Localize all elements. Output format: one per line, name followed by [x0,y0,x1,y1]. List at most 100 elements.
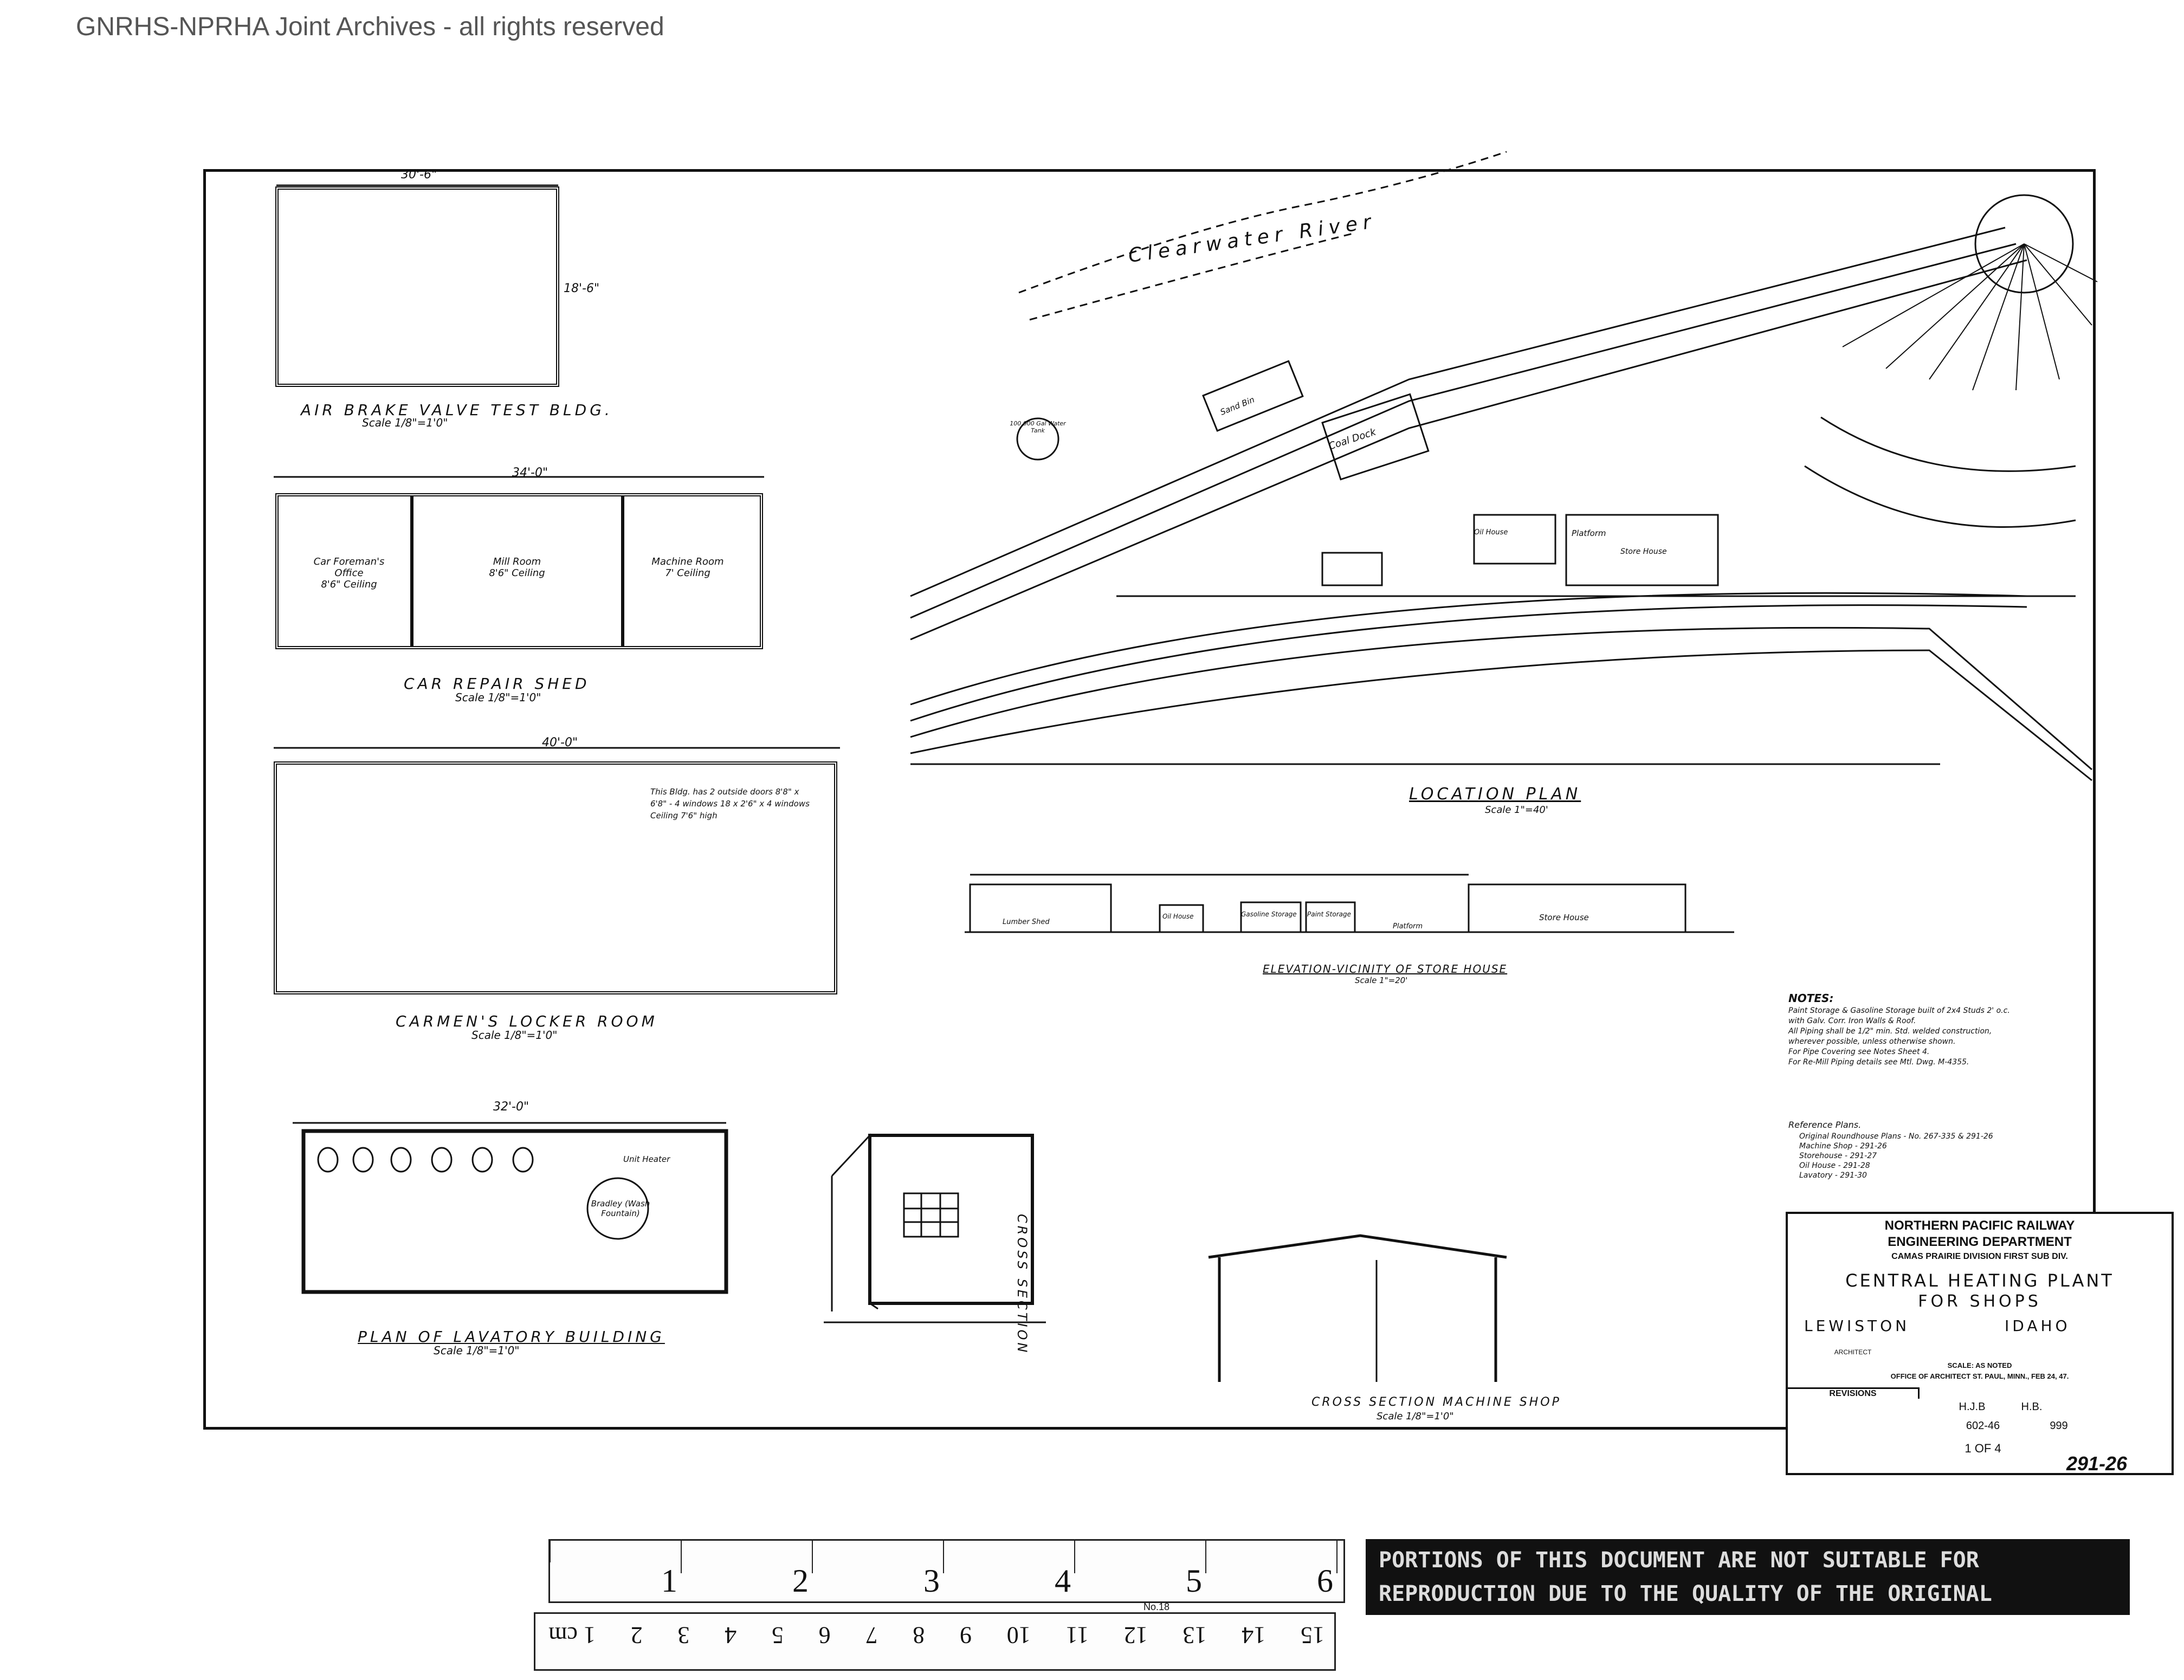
reproduction-disclaimer: PORTIONS OF THIS DOCUMENT ARE NOT SUITAB… [1366,1539,2130,1615]
cm-label: 4 [725,1622,737,1649]
note-line: All Piping shall be 1/2" min. Std. welde… [1788,1027,1992,1036]
note-line: For Pipe Covering see Notes Sheet 4. [1788,1048,1930,1056]
lavatory-scale: Scale 1/8"=1'0" [434,1344,520,1357]
division-name: CAMAS PRAIRIE DIVISION FIRST SUB DIV. [1891,1252,2068,1261]
store-house-label: Store House [1620,547,1667,556]
drawing-subtitle: FOR SHOPS [1918,1292,2041,1311]
cm-label: 9 [960,1622,972,1649]
air-brake-title: AIR BRAKE VALVE TEST BLDG. [301,401,613,419]
reference-title: Reference Plans. [1788,1120,1862,1130]
inch-ruler-ticks [550,1541,1337,1573]
air-brake-building-outline [275,186,559,387]
lavatory-wash-fountain: Bradley (Wash Fountain) [591,1199,650,1218]
sheet-number: 1 OF 4 [1965,1442,2001,1455]
cm-label: 15 [1301,1622,1324,1649]
locker-room-title: CARMEN'S LOCKER ROOM [396,1012,658,1030]
reference-list: Original Roundhouse Plans - No. 267-335 … [1799,1132,2081,1180]
elevation-building-paint-storage: Paint Storage [1307,910,1351,918]
water-tank-label: 100,000 Gal Water Tank [1010,420,1066,434]
notes-title: NOTES: [1788,992,1834,1005]
archive-watermark: GNRHS-NPRHA Joint Archives - all rights … [76,12,664,41]
machine-shop-scale: Scale 1/8"=1'0" [1377,1411,1454,1422]
elevation-scale: Scale 1"=20' [1355,975,1408,985]
air-brake-width-dim: 30'-6" [401,168,437,182]
elevation-building-oil-house: Oil House [1162,913,1194,920]
cm-label: 8 [913,1622,925,1649]
elevation-building-gasoline-storage: Gasoline Storage [1241,910,1297,918]
inch-label: 4 [1055,1563,1071,1599]
drawing-state: IDAHO [2005,1317,2071,1335]
afe-number: 602-46 [1966,1420,2000,1432]
room-note-machine-room: 7' Ceiling [665,567,710,579]
cm-label: 6 [818,1622,831,1649]
notes-list: Paint Storage & Gasoline Storage built o… [1788,1006,2070,1068]
locker-room-outline [274,761,837,994]
room-note-car-foremans-office: 8'6" Ceiling [321,579,377,590]
reference-line: Storehouse - 291-27 [1799,1152,1877,1160]
cm-label: 1 cm [548,1622,596,1649]
cross-section-title: CROSS SECTION [1015,1214,1030,1355]
cm-label: 12 [1123,1622,1148,1649]
company-name: NORTHERN PACIFIC RAILWAY [1884,1218,2075,1233]
office-date: OFFICE OF ARCHITECT ST. PAUL, MINN., FEB… [1890,1372,2069,1380]
platform-label: Platform [1572,528,1606,538]
traced-by: H.B. [2021,1401,2043,1413]
cm-ruler: 1 cm 2 3 4 5 6 7 8 9 10 11 12 13 14 15 [534,1612,1336,1671]
scale-label: SCALE: AS NOTED [1947,1361,2012,1369]
car-repair-width-dim: 34'-0" [512,466,548,480]
drawing-city: LEWISTON [1804,1317,1910,1335]
ruler-maker: No.18 [1143,1601,1170,1612]
locker-room-note: This Bldg. has 2 outside doors 8'8" x 6'… [650,787,810,820]
note-line: with Galv. Corr. Iron Walls & Roof. [1788,1017,1916,1025]
cm-label: 5 [771,1622,784,1649]
inch-label: 5 [1186,1563,1202,1599]
cm-label: 10 [1006,1622,1031,1649]
drawing-title: CENTRAL HEATING PLANT [1845,1270,2114,1291]
lavatory-unit-heater: Unit Heater [623,1154,670,1164]
drawing-sheet [203,169,2096,1430]
reference-line: Lavatory - 291-30 [1799,1171,1867,1180]
department-name: ENGINEERING DEPARTMENT [1888,1235,2072,1249]
room-name-mill-room: Mill Room [493,556,541,567]
file-number: 291-26 [2066,1452,2128,1475]
location-plan-scale: Scale 1"=40' [1485,804,1548,816]
reference-line: Original Roundhouse Plans - No. 267-335 … [1799,1132,1993,1141]
job-number: 999 [2050,1420,2068,1432]
drawn-by: H.J.B [1959,1401,1986,1413]
elevation-platform-label: Platform [1393,922,1423,931]
cm-label: 13 [1183,1622,1207,1649]
car-repair-scale: Scale 1/8"=1'0" [455,691,541,704]
cm-label: 3 [677,1622,690,1649]
reference-line: Machine Shop - 291-26 [1799,1142,1887,1151]
locker-room-scale: Scale 1/8"=1'0" [471,1029,558,1042]
inch-label: 1 [661,1563,677,1599]
room-note-mill-room: 8'6" Ceiling [489,567,545,579]
inch-ruler: 1 2 3 4 5 6 [548,1539,1345,1603]
car-repair-title: CAR REPAIR SHED [404,675,590,693]
cm-label: 14 [1242,1622,1266,1649]
cm-label: 2 [630,1622,643,1649]
elevation-building-store-house: Store House [1539,913,1589,922]
note-line: Paint Storage & Gasoline Storage built o… [1788,1006,2010,1015]
architect-label: ARCHITECT [1834,1348,1872,1356]
note-line: wherever possible, unless otherwise show… [1788,1037,1956,1046]
lavatory-width-dim: 32'-0" [493,1100,529,1114]
inch-label: 6 [1317,1563,1333,1599]
elevation-title: ELEVATION-VICINITY OF STORE HOUSE [1263,962,1508,975]
lavatory-title: PLAN OF LAVATORY BUILDING [358,1328,665,1346]
air-brake-height-dim: 18'-6" [564,282,600,295]
air-brake-scale: Scale 1/8"=1'0" [362,416,448,429]
inch-label: 2 [792,1563,809,1599]
elevation-building-lumber-shed: Lumber Shed [1003,918,1050,926]
room-name-car-foremans-office: Car Foreman's Office [313,556,385,579]
location-plan-title: LOCATION PLAN [1409,785,1581,804]
machine-shop-title: CROSS SECTION MACHINE SHOP [1311,1395,1561,1409]
revisions-header: REVISIONS [1788,1387,1920,1399]
locker-width-dim: 40'-0" [542,736,578,749]
room-name-machine-room: Machine Room [651,556,724,567]
oil-house-label: Oil House [1474,528,1508,537]
title-block: NORTHERN PACIFIC RAILWAY ENGINEERING DEP… [1786,1212,2174,1475]
car-repair-shed-outline: Car Foreman's Office 8'6" Ceiling Mill R… [275,493,763,649]
cm-label: 7 [865,1622,878,1649]
